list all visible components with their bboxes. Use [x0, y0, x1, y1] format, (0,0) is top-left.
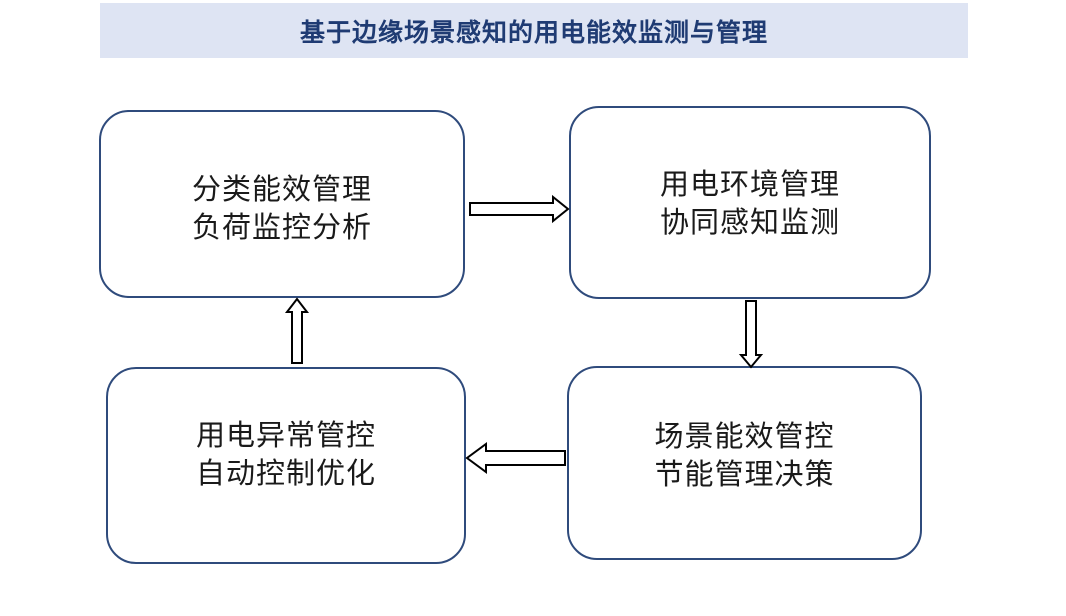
- box-line: 节能管理决策: [654, 457, 835, 491]
- box-line: 协同感知监测: [659, 204, 840, 239]
- box-abnormal-electricity-control: 用电异常管控 自动控制优化: [106, 367, 466, 564]
- box-line: 负荷监控分析: [191, 210, 372, 244]
- box-line: 场景能效管控: [654, 419, 835, 453]
- box-line: 用电环境管理: [659, 166, 840, 201]
- box-scene-energy-control: 场景能效管控 节能管理决策: [567, 366, 922, 560]
- arrow-up-icon: [284, 297, 310, 364]
- title-banner: 基于边缘场景感知的用电能效监测与管理: [100, 3, 968, 58]
- arrow-down-icon: [738, 300, 764, 369]
- box-line: 用电异常管控: [195, 417, 376, 452]
- box-electricity-environment-management: 用电环境管理 协同感知监测: [569, 106, 931, 299]
- box-line: 自动控制优化: [195, 455, 376, 490]
- box-line: 分类能效管理: [191, 172, 372, 206]
- diagram-title: 基于边缘场景感知的用电能效监测与管理: [299, 17, 768, 47]
- arrow-right-icon: [469, 194, 570, 224]
- arrow-left-icon: [465, 442, 566, 474]
- box-classified-energy-management: 分类能效管理 负荷监控分析: [99, 110, 465, 298]
